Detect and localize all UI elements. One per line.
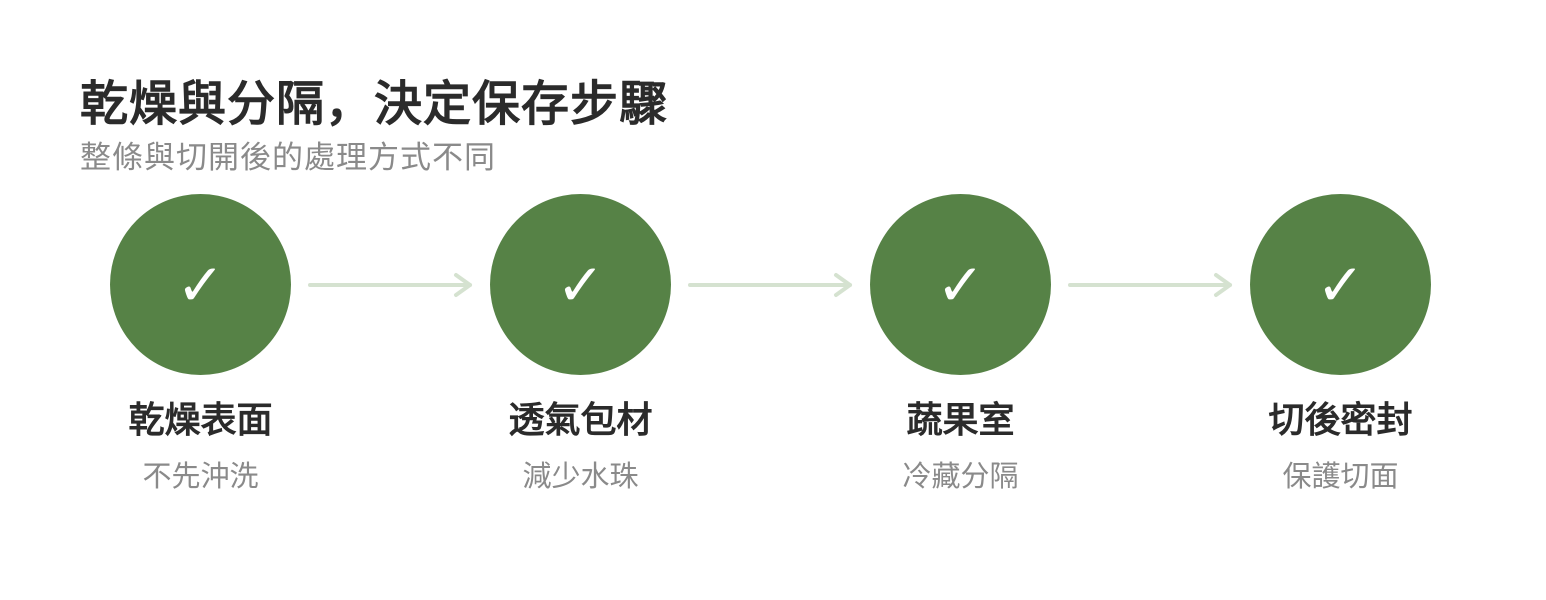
step-4-circle: ✓ — [1250, 194, 1431, 375]
step-3-circle: ✓ — [870, 194, 1051, 375]
step-1-label: 乾燥表面 — [128, 400, 273, 441]
checkmark-icon: ✓ — [1316, 250, 1365, 319]
arrow-right-icon — [308, 273, 472, 297]
checkmark-icon: ✓ — [556, 250, 605, 319]
step-3-label: 蔬果室 — [906, 400, 1015, 441]
checkmark-icon: ✓ — [936, 250, 985, 319]
page-subtitle: 整條與切開後的處理方式不同 — [80, 140, 496, 176]
step-3: ✓ 蔬果室 冷藏分隔 — [870, 194, 1051, 495]
step-1: ✓ 乾燥表面 不先沖洗 — [110, 194, 291, 495]
step-4-sublabel: 保護切面 — [1282, 459, 1399, 493]
checkmark-icon: ✓ — [176, 250, 225, 319]
step-1-circle: ✓ — [110, 194, 291, 375]
step-2-label: 透氣包材 — [508, 400, 653, 441]
page-title: 乾燥與分隔，決定保存步驟 — [80, 76, 669, 132]
step-4-label: 切後密封 — [1268, 400, 1413, 441]
step-4: ✓ 切後密封 保護切面 — [1250, 194, 1431, 495]
step-3-sublabel: 冷藏分隔 — [902, 459, 1019, 493]
step-2: ✓ 透氣包材 減少水珠 — [490, 194, 671, 495]
step-2-sublabel: 減少水珠 — [522, 459, 639, 493]
step-1-sublabel: 不先沖洗 — [142, 459, 259, 493]
arrow-right-icon — [1068, 273, 1232, 297]
step-2-circle: ✓ — [490, 194, 671, 375]
arrow-right-icon — [688, 273, 852, 297]
